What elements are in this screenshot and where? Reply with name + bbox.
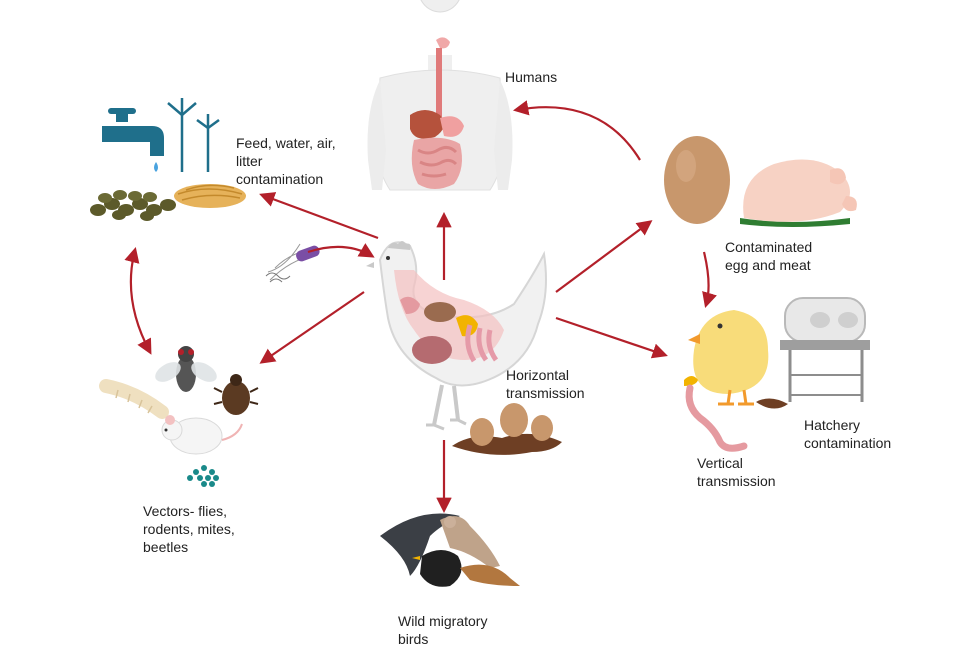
incubator-icon xyxy=(780,297,870,402)
arrow-bacteria-to-hen xyxy=(307,243,375,258)
arrow-egg-to-humans xyxy=(512,100,641,161)
mouse-icon xyxy=(161,415,243,455)
label-horizontal-transmission: Horizontal transmission xyxy=(506,367,585,401)
wind-turbine-icon xyxy=(167,98,220,172)
egg-icon xyxy=(664,136,730,224)
chick-icon xyxy=(688,310,788,409)
fly-icon xyxy=(155,346,217,392)
straw-icon xyxy=(174,184,246,208)
wild-birds-icon xyxy=(380,513,520,587)
arrow-to-vectors xyxy=(259,291,365,364)
arrow-to-feed xyxy=(259,192,379,240)
eggs-in-feces-icon xyxy=(452,403,562,455)
mites-icon xyxy=(187,465,219,487)
arrow-feed-vectors xyxy=(124,247,152,355)
label-humans: Humans xyxy=(505,69,558,85)
human-body-icon xyxy=(367,0,513,191)
tap-icon xyxy=(102,108,164,172)
arrow-egg-to-chick xyxy=(702,251,717,308)
label-wild-migratory-birds: Wild migratory birds xyxy=(398,613,488,647)
larva-icon xyxy=(99,379,169,419)
chicken-meat-icon xyxy=(740,159,857,227)
feed-pellets-icon xyxy=(90,190,176,221)
beetle-icon xyxy=(213,374,259,415)
hen-icon xyxy=(366,241,547,431)
label-vertical-transmission: Vertical transmission xyxy=(697,455,776,489)
arrows xyxy=(124,100,717,514)
arrow-to-egg-meat xyxy=(555,220,653,293)
label-vectors: Vectors- flies, rodents, mites, beetles xyxy=(143,503,235,555)
intestine-icon xyxy=(684,376,748,452)
label-contaminated-egg-meat: Contaminated egg and meat xyxy=(725,239,813,273)
label-hatchery-contamination: Hatchery contamination xyxy=(804,417,892,451)
arrow-to-chick xyxy=(555,316,668,359)
label-feed-water-air: Feed, water, air, litter contamination xyxy=(236,135,336,187)
